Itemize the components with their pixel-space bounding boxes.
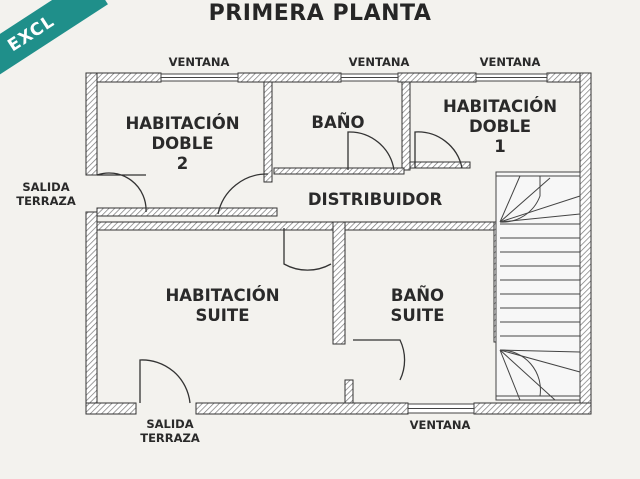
window-label-bottom: VENTANA [409, 418, 471, 432]
room-label-line: 1 [494, 136, 506, 156]
window-label-top-right: VENTANA [479, 55, 541, 69]
room-label-line: DOBLE [151, 133, 214, 153]
door-swings [96, 131, 463, 404]
room-label-line: BAÑO [311, 113, 365, 132]
room-distribuidor: DISTRIBUIDOR [285, 190, 465, 210]
room-label-line: SUITE [195, 305, 250, 325]
room-label-line: DOBLE [468, 116, 532, 136]
exit-terrace-bottom: SALIDA TERRAZA [125, 417, 215, 446]
exit-label-line: TERRAZA [16, 194, 76, 209]
room-label-line: HABITACIÓN [125, 114, 240, 133]
staircase [495, 171, 581, 401]
windows [160, 73, 548, 414]
room-bano-suite: BAÑO SUITE [360, 286, 475, 326]
room-bano: BAÑO [278, 113, 398, 133]
exit-label-line: SALIDA [146, 417, 194, 431]
window-label-top-left: VENTANA [168, 55, 230, 69]
window-label-top-middle: VENTANA [348, 55, 410, 69]
exit-label-line: SALIDA [22, 180, 70, 194]
room-label-line: HABITACIÓN [165, 286, 280, 305]
room-label-line: BAÑO [390, 286, 445, 305]
plan-title: PRIMERA PLANTA [208, 1, 432, 26]
room-habitacion-doble-2: HABITACIÓN DOBLE 2 [105, 114, 260, 173]
room-label-line: DISTRIBUIDOR [307, 190, 443, 209]
exit-terrace-left: SALIDA TERRAZA [6, 180, 86, 209]
room-habitacion-suite: HABITACIÓN SUITE [140, 286, 305, 326]
room-habitacion-doble-1: HABITACIÓN DOBLE 1 [420, 97, 580, 156]
room-label-line: 2 [176, 153, 189, 173]
exit-label-line: TERRAZA [140, 431, 200, 446]
room-label-line: SUITE [390, 305, 445, 325]
room-label-line: HABITACIÓN [442, 97, 558, 116]
